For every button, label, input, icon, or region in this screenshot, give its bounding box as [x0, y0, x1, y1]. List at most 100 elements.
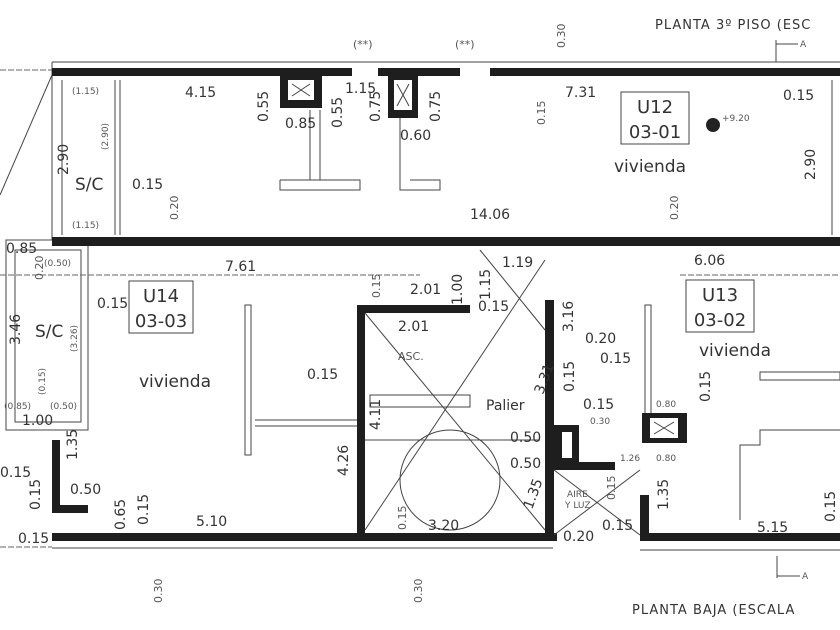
dimension-label: 0.15	[97, 296, 128, 312]
dimension-label: 0.15	[583, 397, 614, 413]
dimension-label: (1.15)	[72, 87, 99, 97]
dimension-label: 5.10	[196, 514, 227, 530]
dimension-label: 0.15	[783, 88, 814, 104]
dimension-label: 0.55	[330, 97, 346, 128]
dimension-label: 0.20	[563, 529, 594, 545]
dimension-label: +9.20	[722, 114, 750, 124]
dimension-label: 2.01	[410, 282, 441, 298]
dimension-label: (1.15)	[72, 221, 99, 231]
dimension-label: 0.15	[823, 491, 839, 522]
section-mark-bottom: A	[776, 556, 809, 582]
dimension-label: 2.90	[56, 144, 72, 175]
dimension-label: 0.20	[33, 256, 46, 281]
dimension-label: (0.50)	[44, 259, 71, 269]
level-marker-icon	[706, 118, 720, 132]
dimension-label: 3.16	[561, 301, 577, 332]
dimension-label: 0.55	[256, 91, 272, 122]
dimension-label: 1.00	[450, 274, 466, 305]
dimension-label: 0.20	[668, 196, 681, 221]
outline-lines	[0, 61, 840, 551]
dimension-label: 0.85	[6, 241, 37, 257]
dimension-label: S/C	[35, 322, 63, 342]
dimension-label: 0.15	[0, 465, 31, 481]
unit-use: vivienda	[614, 157, 686, 177]
dimension-label: 03-01	[629, 122, 681, 143]
dimension-label: U13	[702, 285, 738, 306]
dimension-label: Y LUZ	[564, 501, 591, 511]
dimension-label: 0.15	[18, 531, 49, 547]
dimension-label: (0.85)	[4, 402, 31, 412]
dimension-label: 0.60	[400, 128, 431, 144]
dimension-label: (0.15)	[38, 368, 48, 395]
dimension-label: 0.30	[412, 579, 425, 604]
dimension-label: 0.80	[656, 400, 676, 410]
dimension-label: (3.26)	[70, 325, 80, 352]
dimension-label: 1.35	[656, 479, 672, 510]
dimension-label: 3.46	[8, 314, 24, 345]
dimension-label: 03-03	[135, 311, 187, 332]
dimension-label: 0.15	[535, 101, 548, 126]
dimension-label: 0.15	[132, 177, 163, 193]
dimension-label: (2.90)	[101, 123, 111, 150]
dimension-label: 0.15	[370, 274, 383, 299]
dimension-label: 2.90	[803, 149, 819, 180]
dimension-label: 0.80	[656, 454, 676, 464]
dimension-label: Palier	[486, 398, 525, 414]
dimension-label: (0.50)	[50, 402, 77, 412]
dimension-label: 1.35	[65, 429, 81, 460]
unit-label-u14: U14 03-03 vivienda	[128, 280, 211, 392]
dimension-label: 0.75	[368, 91, 384, 122]
dimension-label: 0.50	[510, 456, 541, 472]
dimension-label: 0.50	[510, 430, 541, 446]
dimension-label: 0.15	[478, 299, 509, 315]
unit-label-u12: U12 03-01 vivienda	[614, 91, 690, 177]
section-mark-top: A	[775, 40, 807, 62]
dimension-label: 7.31	[565, 85, 596, 101]
dimension-label: 3.20	[428, 518, 459, 534]
dimension-label: (**)	[455, 38, 475, 51]
dimension-label: ASC.	[398, 350, 424, 363]
dimension-label: A	[802, 572, 809, 582]
dimension-label: 4.15	[185, 85, 216, 101]
dimension-label: 0.15	[562, 361, 578, 392]
dimension-label: 0.50	[70, 482, 101, 498]
unit-use: vivienda	[699, 341, 771, 361]
dimension-label: 0.85	[285, 116, 316, 132]
dimension-label: U12	[637, 97, 673, 118]
dimension-label: 14.06	[470, 207, 510, 223]
dimension-label: 1.15	[478, 269, 494, 300]
dimension-label: 1.19	[502, 255, 533, 271]
dimension-label: 0.75	[428, 91, 444, 122]
dimension-label: 7.61	[225, 259, 256, 275]
dimension-label: 2.01	[398, 319, 429, 335]
dimension-label: 5.15	[757, 520, 788, 536]
dimension-label: 1.35	[521, 477, 547, 512]
dimension-label: 0.30	[152, 579, 165, 604]
room-labels: S/C S/C ASC. Palier AIRE Y LUZ (**) (**)…	[35, 38, 750, 511]
dimension-label: 0.15	[600, 351, 631, 367]
dimension-label: 0.30	[590, 417, 610, 427]
dimension-label: 0.15	[28, 479, 44, 510]
dimension-label: U14	[143, 286, 179, 307]
dimension-label: 6.06	[694, 253, 725, 269]
dimension-label: A	[800, 40, 807, 50]
dimension-label: AIRE	[567, 490, 588, 500]
dimension-label: 0.65	[113, 499, 129, 530]
dimension-label: 0.15	[307, 367, 338, 383]
dimension-label: 0.15	[602, 518, 633, 534]
dimension-label: 0.15	[396, 506, 409, 531]
dimension-label: 0.15	[136, 494, 152, 525]
dimension-label: 0.15	[698, 371, 714, 402]
dimension-label: 0.20	[585, 331, 616, 347]
unit-label-u13: U13 03-02 vivienda	[685, 279, 771, 361]
dimension-label: 1.26	[620, 454, 640, 464]
dimension-label: 0.30	[555, 24, 568, 49]
dimension-label: S/C	[75, 175, 103, 195]
walls	[52, 68, 840, 541]
lower-plan-title: PLANTA BAJA (ESCALA	[632, 603, 795, 618]
dimension-label: (**)	[353, 38, 373, 51]
dimension-label: 1.15	[345, 81, 376, 97]
dimension-label: 0.15	[605, 476, 618, 501]
dimension-label: 03-02	[694, 310, 746, 331]
